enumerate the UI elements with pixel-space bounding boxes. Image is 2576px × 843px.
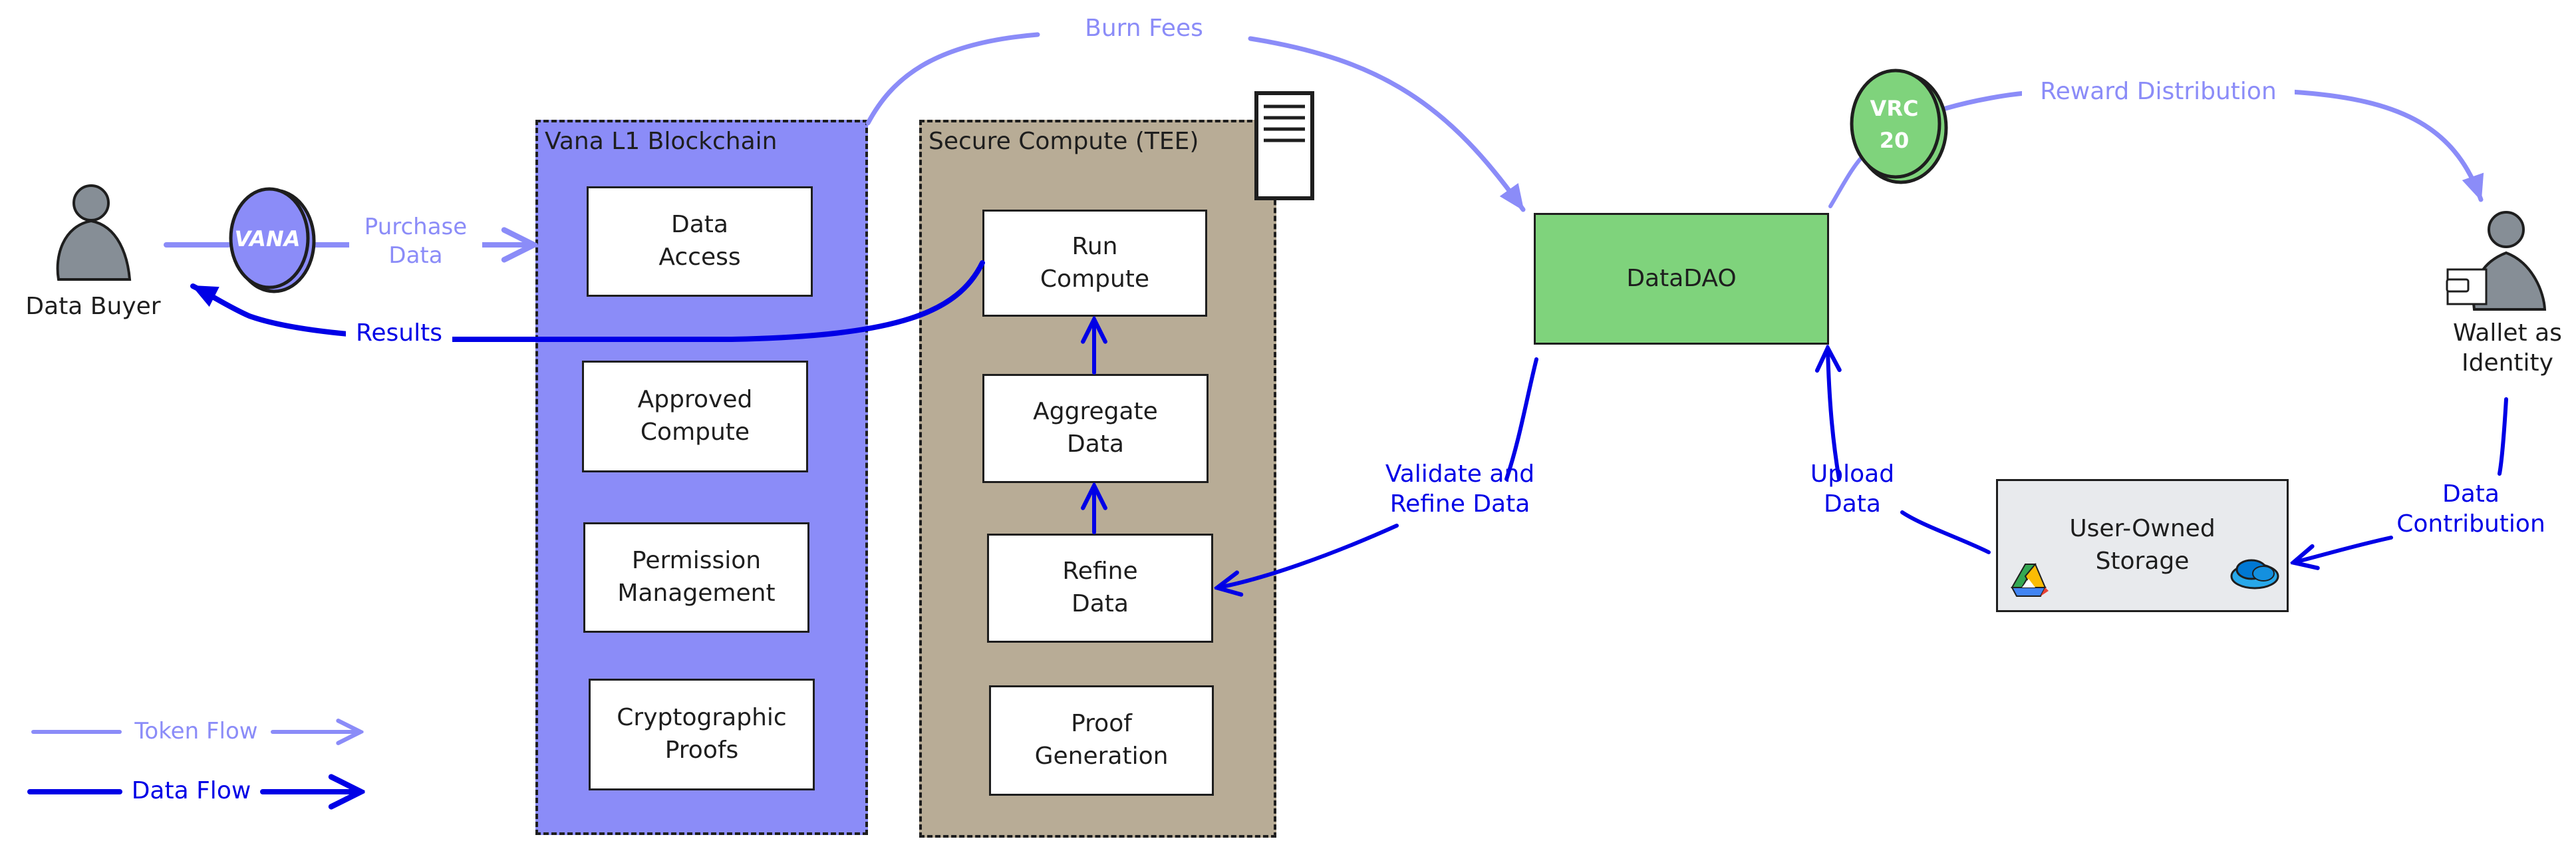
vana-coin-label: VANA (235, 226, 301, 252)
validate-refine-label: Validate and Refine Data (1357, 459, 1563, 519)
google-drive-icon (2011, 563, 2049, 597)
upload-data-line2: Data (1824, 490, 1881, 518)
box-label-line2: Compute (640, 419, 750, 446)
box-label-line1: Data (671, 211, 728, 239)
data-contribution-line2: Contribution (2396, 510, 2545, 538)
box-label-line2: Generation (1034, 743, 1169, 770)
data-contribution-arrow (2295, 397, 2508, 562)
server-icon (1254, 91, 1314, 200)
datadao-to-vrc20-line (1828, 151, 1868, 208)
data-buyer-label: Data Buyer (25, 293, 161, 320)
legend-token-flow-label: Token Flow (134, 718, 258, 745)
box-label-line2: Management (617, 580, 776, 607)
box-label-line2: Data (1067, 430, 1124, 458)
datadao-box[interactable]: DataDAO (1534, 213, 1829, 345)
purchase-data-label: Purchase Data (349, 213, 482, 269)
upload-data-arrow (1828, 349, 1991, 554)
legend-data-flow-label: Data Flow (131, 777, 251, 804)
reward-distribution-arrow (1943, 89, 2481, 200)
upload-data-label: Upload Data (1796, 459, 1909, 519)
box-label-line1: Permission (631, 547, 762, 575)
purchase-data-line2: Data (388, 242, 443, 269)
burn-fees-arrow (865, 32, 1523, 210)
box-label-line1: Run (1072, 232, 1118, 260)
datadao-label: DataDAO (1626, 264, 1737, 292)
storage-label-line1: User-Owned (2069, 515, 2216, 543)
vana-coin-icon: VANA (229, 187, 316, 293)
blockchain-title: Vana L1 Blockchain (545, 128, 778, 155)
box-label-line1: Aggregate (1033, 398, 1158, 426)
wallet-person-icon (2446, 211, 2547, 311)
reward-distribution-label: Reward Distribution (2022, 77, 2295, 106)
box-label-line1: Cryptographic (617, 704, 787, 732)
wallet-label-line1: Wallet as (2453, 319, 2562, 347)
burn-fees-label: Burn Fees (1085, 15, 1203, 42)
storage-label-line2: Storage (2095, 548, 2190, 575)
onedrive-icon (2230, 559, 2279, 590)
data-contribution-line1: Data (2442, 480, 2500, 508)
results-arrow (190, 260, 985, 342)
wallet-icon (2446, 268, 2488, 305)
validate-refine-line1: Validate and (1385, 460, 1535, 488)
box-label-line1: Proof (1071, 710, 1132, 738)
box-label-line2: Proofs (664, 737, 739, 764)
vrc20-label-line1: VRC (1870, 96, 1919, 121)
wallet-label-line2: Identity (2462, 349, 2553, 377)
data-contribution-label: Data Contribution (2374, 479, 2567, 539)
validate-refine-arrow (1218, 357, 1538, 588)
wallet-identity-label: Wallet as Identity (2428, 318, 2576, 378)
box-label-line2: Compute (1040, 265, 1150, 293)
purchase-data-line1: Purchase (364, 214, 468, 240)
results-label: Results (346, 318, 452, 348)
box-label-line1: Approved (637, 386, 753, 414)
data-buyer-person-icon (56, 184, 132, 281)
validate-refine-line2: Refine Data (1389, 490, 1530, 518)
tee-title: Secure Compute (TEE) (929, 128, 1199, 155)
vrc20-label-line2: 20 (1880, 128, 1910, 153)
box-label-line1: Refine (1062, 558, 1138, 586)
box-label-line2: Access (658, 244, 741, 271)
box-label-line2: Data (1072, 590, 1129, 617)
vrc20-coin-icon: VRC 20 (1850, 69, 1948, 184)
upload-data-line1: Upload (1810, 460, 1895, 488)
